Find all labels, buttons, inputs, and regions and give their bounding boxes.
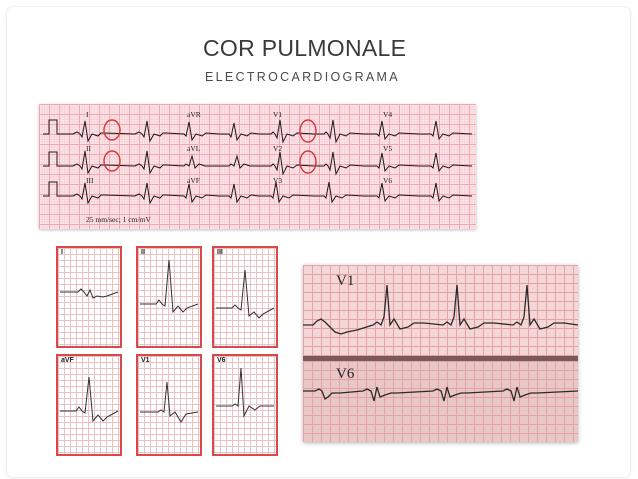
rhythm-strip-v6: V6: [303, 361, 578, 442]
calibration-label: 25 mm/sec; 1 cm/mV: [86, 215, 151, 224]
lead-label-ii: II: [86, 144, 91, 153]
ecg-12-lead-traces: [43, 119, 473, 205]
rhythm-strip-trace: [303, 284, 578, 335]
lead-label-v4: V4: [383, 110, 393, 119]
lead-card-v6: V6: [212, 354, 278, 456]
slide-title: COR PULMONALE: [203, 35, 407, 61]
lead-label-avr: aVR: [187, 110, 201, 119]
lead-card-ii: II: [136, 246, 202, 348]
rhythm-strip-trace: [303, 386, 578, 402]
lead-label-v3: V3: [273, 176, 283, 185]
lead-card-trace: [60, 288, 119, 299]
lead-card-v1: V1: [136, 354, 202, 456]
lead-card-avf: aVF: [56, 354, 122, 456]
lead-card-label: V1: [141, 357, 150, 364]
lead-card-label: aVF: [61, 357, 74, 364]
ecg-12-lead-image: I aVR V1 V4 II aVL V2 V5 III aVF V3 V6 2…: [39, 104, 476, 229]
lead-label-avl: aVL: [187, 144, 201, 153]
lead-card-trace: [140, 259, 199, 314]
rhythm-strip-label: V1: [336, 273, 355, 289]
lead-label-v6: V6: [383, 176, 393, 185]
slide-subtitle: ELECTROCARDIOGRAMA: [205, 70, 400, 84]
lead-card-label: I: [61, 249, 63, 256]
lead-card-iii: III: [212, 246, 278, 348]
lead-card-trace: [216, 269, 275, 319]
lead-label-v1: V1: [273, 110, 283, 119]
lead-card-trace: [216, 367, 274, 418]
lead-cards-image: I II III aVF V1 V6: [52, 240, 284, 462]
lead-label-i: I: [86, 110, 89, 119]
lead-card-trace: [60, 376, 119, 423]
lead-card-i: I: [56, 246, 122, 348]
lead-label-v2: V2: [273, 144, 283, 153]
strip-divider: [303, 356, 578, 361]
rhythm-strip-label: V6: [336, 366, 355, 382]
lead-card-label: V6: [217, 357, 226, 364]
lead-card-label: II: [141, 249, 145, 256]
lead-card-trace: [140, 381, 199, 423]
p-wave-highlights: [103, 119, 317, 174]
rhythm-strip-v1: V1: [303, 265, 578, 356]
lead-card-label: III: [217, 249, 223, 256]
rhythm-strips-image: V1 V6: [303, 265, 578, 442]
lead-label-iii: III: [86, 176, 94, 185]
lead-label-avf: aVF: [187, 176, 200, 185]
lead-label-v5: V5: [383, 144, 393, 153]
